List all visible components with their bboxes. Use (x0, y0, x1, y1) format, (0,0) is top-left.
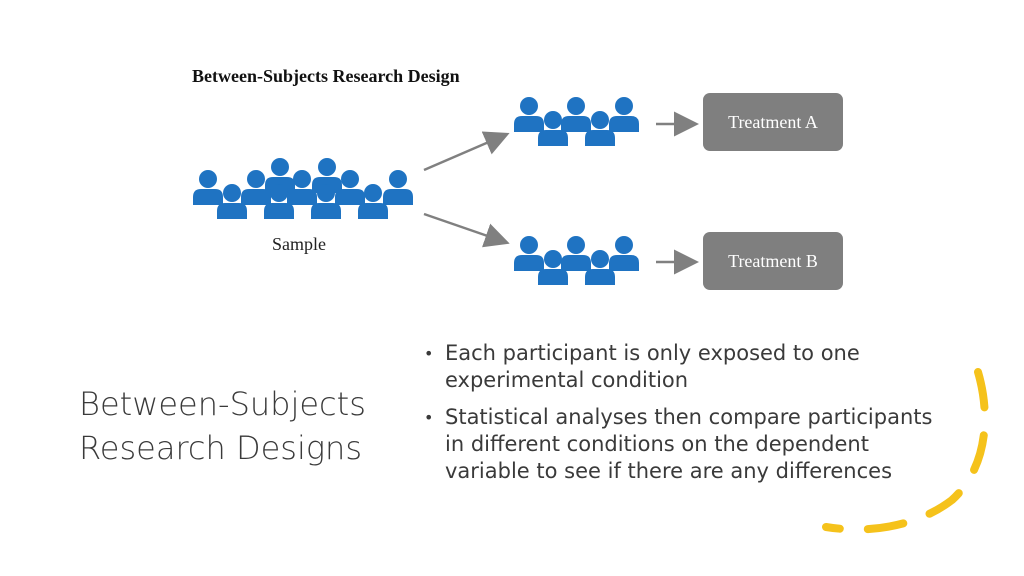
slide-title-line-1: Between-Subjects (79, 385, 366, 423)
arrow-sample-to-group-a (423, 131, 510, 172)
bullet-list: • Each participant is only exposed to on… (424, 340, 954, 495)
group-b-icon (514, 236, 639, 285)
slide-title-line-2: Research Designs (79, 429, 362, 467)
arrow-sample-to-group-b (423, 212, 510, 248)
bullet-text: Statistical analyses then compare partic… (445, 405, 933, 483)
treatment-b-box: Treatment B (703, 232, 843, 290)
bullet-item: • Each participant is only exposed to on… (424, 340, 954, 394)
sample-label: Sample (272, 234, 326, 254)
bullet-dot: • (424, 408, 434, 427)
bullet-dot: • (424, 344, 434, 363)
group-a-icon (514, 97, 639, 146)
bullet-item: • Statistical analyses then compare part… (424, 404, 954, 485)
treatment-a-box: Treatment A (703, 93, 843, 151)
diagram-title: Between-Subjects Research Design (192, 66, 460, 86)
bullet-text: Each participant is only exposed to one … (445, 341, 860, 392)
sample-group-icon (193, 158, 413, 219)
decorative-dashed-curve (822, 368, 989, 534)
slide-title: Between-Subjects Research Designs (79, 382, 409, 470)
